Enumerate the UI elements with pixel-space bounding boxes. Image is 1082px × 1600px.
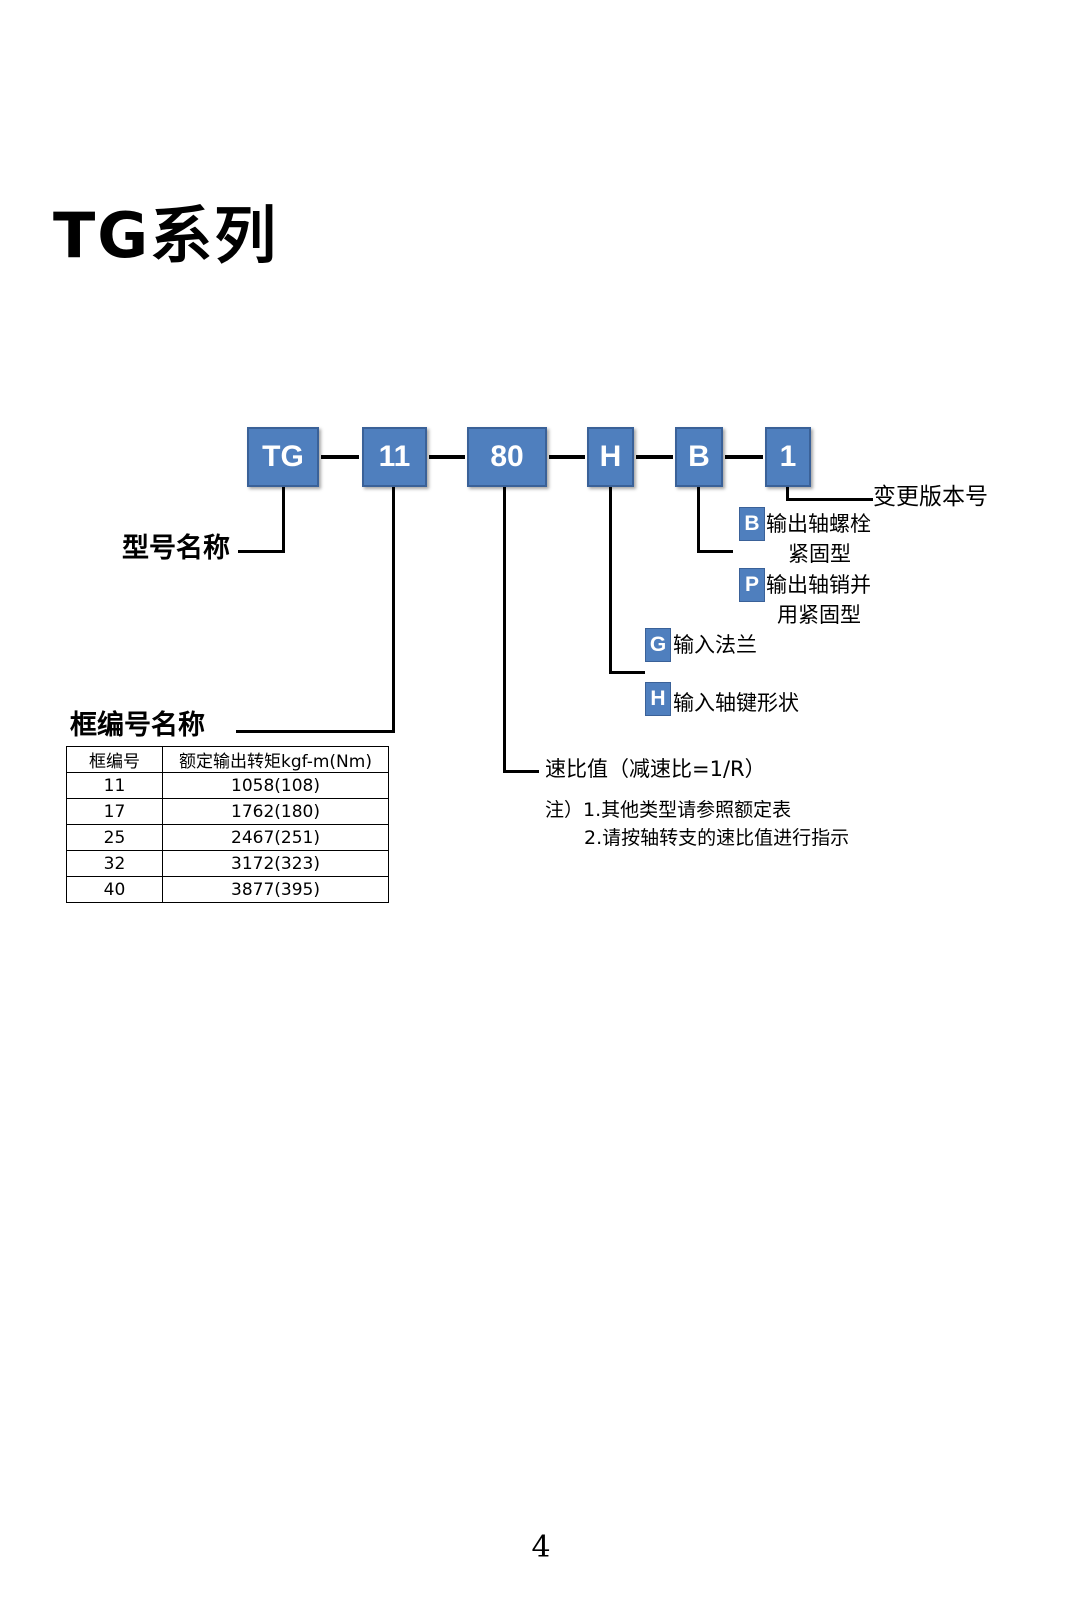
code-box-frame: 11 [362,427,427,487]
table-cell: 1058(108) [162,772,389,799]
table-row: 32 3172(323) [66,850,389,877]
code-box-output: B [675,427,723,487]
table-cell: 17 [66,798,163,825]
table-row: 17 1762(180) [66,798,389,825]
note-prefix: 注） [545,799,584,821]
table-row: 25 2467(251) [66,824,389,851]
badge-output-b: B [739,507,765,541]
separator-dash [549,455,585,459]
code-box-input: H [587,427,634,487]
badge-input-g: G [645,628,671,662]
table-cell: 32 [66,850,163,877]
separator-dash [429,455,465,459]
table-cell: 25 [66,824,163,851]
label-ratio: 速比值（减速比=1/R） [545,757,766,781]
table-cell: 3172(323) [162,850,389,877]
connector-frame [236,730,395,733]
connector-version [786,487,789,501]
option-text-input-flange: 输入法兰 [673,633,757,657]
label-model-name: 型号名称 [122,533,230,564]
table-row: 11 1058(108) [66,772,389,799]
code-box-version: 1 [765,427,811,487]
connector-input [609,487,612,674]
note-text: 1.其他类型请参照额定表 [583,799,792,821]
column-header: 额定输出转矩kgf-m(Nm) [162,746,389,773]
table-header-row: 框编号 额定输出转矩kgf-m(Nm) [66,746,389,773]
note-item: 注）1.其他类型请参照额定表 [545,801,791,820]
option-text-output-bolt: 输出轴螺栓 [766,512,871,536]
table-cell: 11 [66,772,163,799]
connector-output [697,550,733,553]
connector-model [238,550,285,553]
option-text-input-key: 输入轴键形状 [673,691,799,715]
code-box-ratio: 80 [467,427,547,487]
badge-output-p: P [739,568,765,602]
connector-ratio [503,770,539,773]
separator-dash [321,455,359,459]
column-header: 框编号 [66,746,163,773]
separator-dash [636,455,673,459]
option-text-output-pin: 输出轴销并 [766,573,871,597]
connector-ratio [503,487,506,773]
label-frame-name: 框编号名称 [70,710,205,741]
frame-torque-table: 框编号 额定输出转矩kgf-m(Nm) 11 1058(108) 17 1762… [66,746,389,903]
option-text-output-pin: 用紧固型 [777,603,861,627]
connector-frame [392,487,395,733]
label-version: 变更版本号 [873,484,988,510]
option-text-output-bolt: 紧固型 [788,542,851,566]
connector-model [282,487,285,553]
connector-output [697,487,700,553]
table-cell: 40 [66,876,163,903]
note-text: 2.请按轴转支的速比值进行指示 [584,827,850,849]
code-box-model: TG [247,427,319,487]
badge-input-h: H [645,682,671,716]
connector-version [786,498,873,501]
page-title: TG系列 [53,199,279,272]
table-row: 40 3877(395) [66,876,389,903]
connector-input [609,671,645,674]
table-cell: 3877(395) [162,876,389,903]
table-cell: 2467(251) [162,824,389,851]
separator-dash [725,455,763,459]
page-number: 4 [531,1530,551,1565]
table-cell: 1762(180) [162,798,389,825]
